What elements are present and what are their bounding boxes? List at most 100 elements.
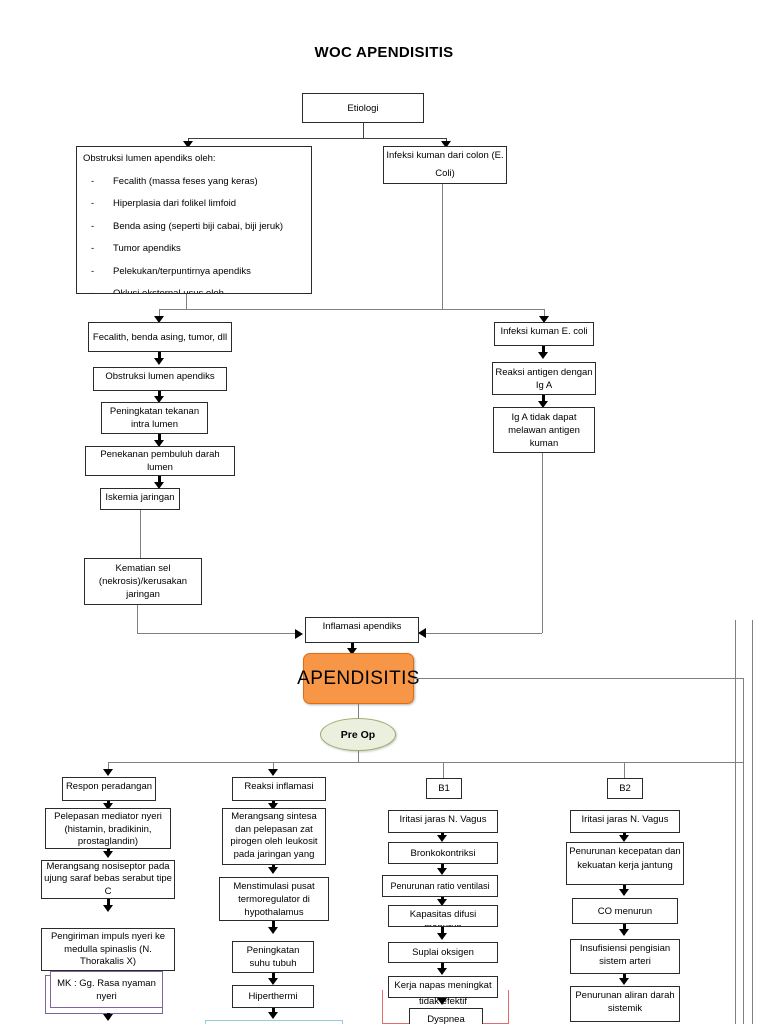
connector-c4-3 [623,924,626,933]
node-reaksi-antigen: Reaksi antigen dengan Ig A [492,362,596,395]
connector-drop-col4 [624,762,625,778]
connector-drop-col2 [273,762,274,773]
connector-reaksi-to-iga [542,395,545,404]
arrowhead-c3-5 [437,968,447,975]
arrowhead-peningkatan-tekanan [154,396,164,403]
list-item: - Fecalith (massa feses yang keras) [91,175,258,187]
node-respon-peradangan: Respon peradangan [62,777,156,801]
node-merangsang-sintesa-pirogen: Merangsang sintesa dan pelepasan zat pir… [222,808,326,865]
arrowhead-c3-6 [437,998,447,1005]
node-suplai-oksigen: Suplai oksigen [388,942,498,963]
arrowhead-c3-4 [437,933,447,940]
connector-kematian-to-inflamasi [137,633,300,634]
obstruksi-header: Obstruksi lumen apendiks oleh: [83,153,216,164]
node-hiperthermi: Hiperthermi [232,985,314,1008]
connector-ecoli-to-reaksi [542,346,545,355]
arrowhead-c1-3 [103,905,113,912]
node-b1-iritasi-jaras-vagus: Iritasi jaras N. Vagus [388,810,498,833]
connector-infeksi-colon-down [442,184,443,309]
node-kapasitas-difusi: Kapasitas difusi menurun [388,905,498,927]
arrowhead-c4-2 [619,889,629,896]
node-insufisiensi-pengisian-arteri: Insufisiensi pengisian sistem arteri [570,939,680,974]
arrowhead-col1 [103,769,113,776]
arrowhead-apendisitis [347,648,357,655]
node-apendisitis: APENDISITIS [297,653,419,704]
connector-c4-4 [623,974,626,981]
connector-iga-to-inflamasi [424,633,542,634]
arrowhead-obstruksi-lumen [154,358,164,365]
node-penekanan-pembuluh-darah: Penekanan pembuluh darah lumen [85,446,235,476]
connector-apendisitis-to-preop [358,704,359,721]
connector-drop-col3 [443,762,444,778]
obstruksi-item-list: - Fecalith (massa feses yang keras) - Hi… [83,174,305,294]
node-bronkokontriksi: Bronkokontriksi [388,842,498,864]
connector-etiologi-bus [188,138,446,139]
connector-c2-4 [272,973,275,981]
node-infeksi-kuman-colon: Infeksi kuman dari colon (E. Coli) [383,146,507,184]
node-b2-iritasi-jaras-vagus: Iritasi jaras N. Vagus [570,810,680,833]
connector-inflamasi-to-apendisitis [351,643,354,651]
node-co-menurun: CO menurun [572,898,678,924]
arrowhead-iga-tidak-dapat [538,401,548,408]
list-item: - Pelekukan/terpuntirnya apendiks [91,265,251,277]
arrowhead-col2 [268,769,278,776]
connector-c3-5 [441,963,444,971]
node-inflamasi-apendiks: Inflamasi apendiks [305,617,419,643]
node-b2: B2 [607,778,643,799]
arrowhead-c2-4 [268,978,278,985]
connector-iskemia-to-kematian [140,510,141,558]
arrowhead-c4-4 [619,978,629,985]
connector-preop-down [358,751,359,762]
connector-right-rail-down [743,678,744,1024]
arrowhead-c3-2 [437,868,447,875]
arrowhead-c1-2 [103,851,113,858]
arrowhead-to-infeksi-colon [441,141,451,148]
connector-kematian-down [137,605,138,633]
node-infeksi-kuman-ecoli: Infeksi kuman E. coli [494,322,594,346]
node-etiologi: Etiologi [302,93,424,123]
node-b1: B1 [426,778,462,799]
arrowhead-iskemia [154,482,164,489]
list-item: - Benda asing (seperti biji cabai, biji … [91,220,284,232]
connector-c2-3 [272,921,275,931]
page-title: WOC APENDISITIS [314,44,454,61]
connector-c3-2 [441,864,444,871]
node-kematian-sel-nekrosis: Kematian sel (nekrosis)/kerusakan jaring… [84,558,202,605]
arrowhead-c1-1 [103,803,113,810]
connector-c3-4 [441,927,444,937]
list-item: - Oklusi eksternal usus oleh [91,288,224,294]
node-kerja-napas-meningkat: Kerja napas meningkat [388,976,498,998]
node-penurunan-aliran-darah-sistemik: Penurunan aliran darah sistemik [570,986,680,1022]
arrowhead-to-fecalith [154,316,164,323]
arrowhead-c3-3 [437,899,447,906]
connector-column-bus [108,762,743,763]
arrowhead-c2-1 [268,803,278,810]
arrowhead-to-infeksi-ecoli [539,316,549,323]
connector-obstruksi-to-fecalith-h [159,309,442,310]
node-penurunan-ratio-ventilasi: Penurunan ratio ventilasi [382,875,498,897]
node-pengiriman-impuls-nyeri: Pengiriman impuls nyeri ke medulla spina… [41,928,175,971]
node-menstimulasi-termoregulator: Menstimulasi pusat termoregulator di hyp… [219,877,329,921]
node-reaksi-inflamasi: Reaksi inflamasi [232,777,326,801]
node-obstruksi-lumen-apendiks: Obstruksi lumen apendiks [93,367,227,391]
connector-obstruksi-to-fecalith-v1 [186,294,187,309]
connector-right-rail-inner [735,620,736,1024]
connector-penekanan-to-iskemia [158,476,161,485]
connector-c4-2 [623,885,626,892]
connector-iga-down [542,453,543,633]
node-penurunan-kecepatan-kekuatan-jantung: Penurunan kecepatan dan kekuatan kerja j… [566,842,684,885]
connector-fecalith-to-obstruksi [158,352,161,362]
arrowhead-c2-5 [268,1012,278,1019]
connector-obstruksi-to-fecalith-v2 [159,309,160,321]
node-iskemia-jaringan: Iskemia jaringan [100,488,180,510]
node-mk-hipertermi-partial [205,1020,343,1024]
node-merangsang-nosiseptor: Merangsang nosiseptor pada ujung saraf b… [41,860,175,899]
connector-drop-col1 [108,762,109,773]
arrowhead-reaksi-antigen [538,352,548,359]
node-mk-gg-rasa-nyaman-nyeri: MK : Gg. Rasa nyaman nyeri [50,971,163,1008]
arrowhead-penekanan-pembuluh [154,440,164,447]
arrowhead-to-obstruksi [183,141,193,148]
connector-infeksi-colon-to-ecoli [544,309,545,321]
node-pre-op: Pre Op [320,718,396,751]
